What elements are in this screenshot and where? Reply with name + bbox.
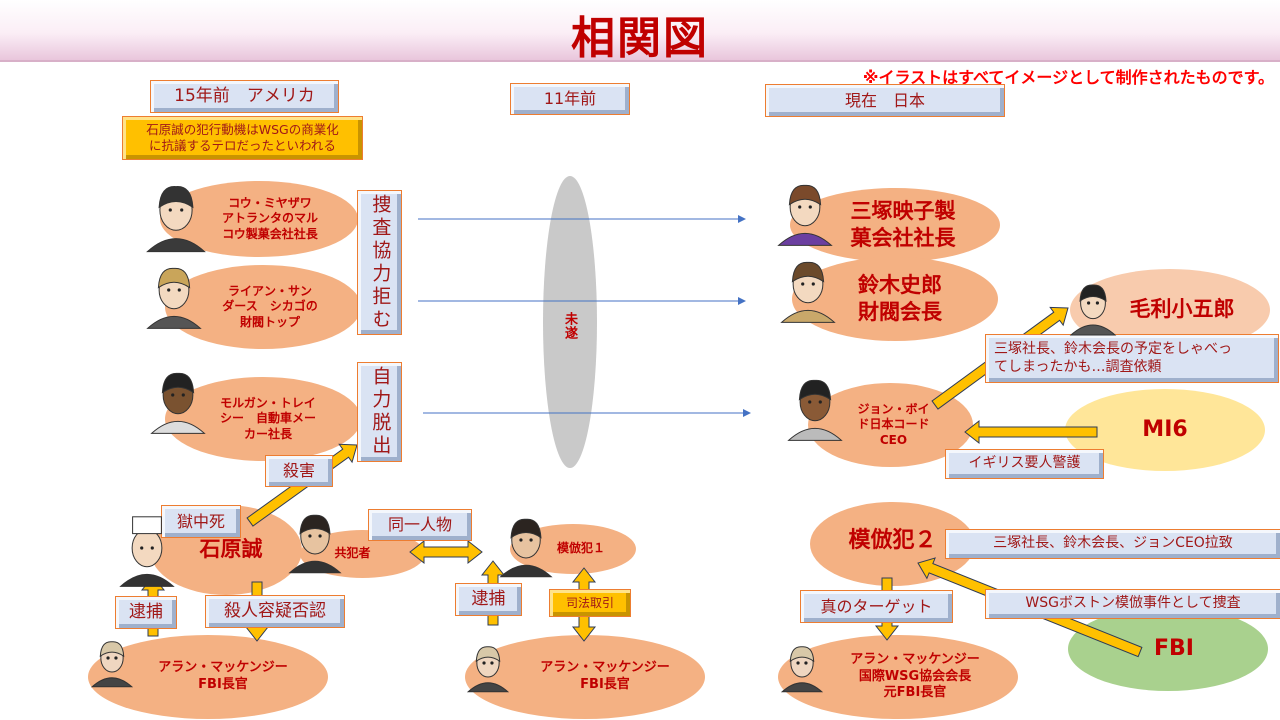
title-bar (0, 0, 1280, 62)
label-died-in-prison: 獄中死 (161, 505, 241, 538)
label-arrest-2: 逮捕 (455, 583, 522, 616)
person-suzuki: 鈴木史郎 財閥会長 (792, 257, 998, 341)
arrow-mi6-to-john (964, 419, 1098, 445)
person-mitsuzuka: 三塚映子製 菓会社社長 (790, 188, 1000, 262)
illustration-note: ※イラストはすべてイメージとして制作されたものです。 (862, 68, 1274, 87)
label-self-escape: 自力脱出 (357, 362, 402, 462)
attempt-ellipse (543, 176, 597, 468)
label-fbi-investigation: WSGボストン模倣事件として捜査 (985, 589, 1280, 619)
arrowhead (738, 297, 746, 305)
org-fbi: FBI (1068, 607, 1268, 691)
person-alan-2: アラン・マッケンジー FBI長官 (465, 635, 705, 719)
avatar-alan-1 (90, 641, 134, 688)
avatar-alan-3 (780, 646, 824, 693)
period-15-years-ago: 15年前 アメリカ (150, 80, 339, 113)
attempt-label: 未遂 (562, 312, 577, 340)
period-present: 現在 日本 (765, 84, 1005, 117)
label-mouri-request: 三塚社長、鈴木会長の予定をしゃべっ てしまったかも…調査依頼 (985, 334, 1279, 383)
arrowhead (738, 215, 746, 223)
label-murder: 殺害 (265, 455, 333, 487)
label-same-person: 同一人物 (368, 509, 472, 541)
avatar-miyazawa (146, 186, 206, 253)
avatar-alan-2 (466, 646, 510, 693)
person-tracy: モルガン・トレイ シー 自動車メー カー社長 (165, 377, 361, 461)
label-kidnap: 三塚社長、鈴木会長、ジョンCEO拉致 (945, 529, 1280, 559)
avatar-john (787, 379, 843, 441)
label-true-target: 真のターゲット (800, 590, 953, 623)
avatar-mouri (1069, 284, 1117, 336)
label-arrest-1: 逮捕 (115, 596, 177, 629)
avatar-ishihara (119, 516, 175, 587)
label-deny-murder: 殺人容疑否認 (205, 595, 345, 628)
avatar-accomplice (288, 514, 342, 574)
arrow-same-person (409, 539, 483, 565)
person-alan-3: アラン・マッケンジー 国際WSG協会会長 元FBI長官 (778, 635, 1018, 719)
page-title: 相関図 (571, 13, 709, 64)
avatar-sanders (146, 267, 202, 329)
arrowhead (743, 409, 751, 417)
person-miyazawa: コウ・ミヤザワ アトランタのマル コウ製菓会社社長 (160, 181, 358, 257)
avatar-copycat-1 (499, 518, 553, 578)
period-11-years-ago: 11年前 (510, 83, 630, 115)
person-alan-1: アラン・マッケンジー FBI長官 (88, 635, 328, 719)
label-plea-deal: 司法取引 (549, 589, 631, 617)
label-uk-guard: イギリス要人警護 (945, 449, 1104, 479)
label-refuse-cooperation: 捜査協力拒む (357, 190, 402, 335)
avatar-tracy (150, 372, 206, 434)
avatar-mitsuzuka (777, 184, 833, 246)
person-sanders: ライアン・サン ダース シカゴの 財閥トップ (165, 265, 361, 349)
avatar-suzuki (780, 261, 836, 323)
motive-box: 石原誠の犯行動機はWSGの商業化 に抗議するテロだったといわれる (122, 116, 363, 160)
